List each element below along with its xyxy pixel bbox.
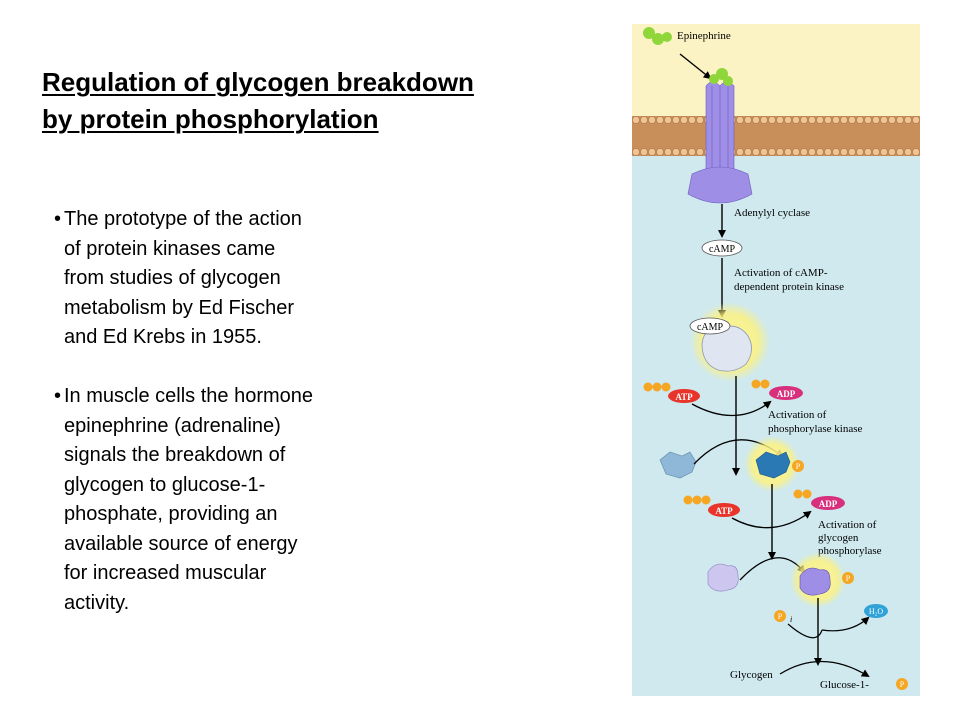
bullet-1-line-3: from studies of glycogen <box>64 267 281 289</box>
glycogen-label: Glycogen <box>730 669 773 681</box>
signaling-cascade-diagram: Epinephrine Adenylyl cyclase cAMP Activa… <box>632 24 920 696</box>
atp-molecule-1: ATP <box>643 382 700 403</box>
bullet-list: •The prototype of the action of protein … <box>44 205 424 618</box>
pka-label-line-2: dependent protein kinase <box>734 281 844 293</box>
adenylyl-cyclase-label: Adenylyl cyclase <box>734 207 810 219</box>
receptor-protein <box>687 81 753 204</box>
bullet-1-line-4: metabolism by Ed Fischer <box>64 296 295 319</box>
bullet-1-line-1: The prototype of the action <box>64 208 302 230</box>
pka-label-line-1: Activation of cAMP- <box>734 267 828 279</box>
phosphate-1-label: P <box>796 462 801 471</box>
phosphate-badge-1 <box>792 460 804 472</box>
glucose-1-label: Glucose-1- <box>820 679 869 691</box>
pi-main-label: P <box>778 612 783 621</box>
phosphate-3-label: P <box>900 680 905 689</box>
phk-label-line-2: phosphorylase kinase <box>768 423 863 435</box>
phosphate-curve <box>787 623 823 639</box>
adp-molecule-2: ADP <box>793 489 845 510</box>
title-line-1: Regulation of glycogen breakdown <box>42 67 474 97</box>
atp-1-label: ATP <box>675 392 693 402</box>
bound-camp-badge <box>689 317 731 335</box>
camp-label: cAMP <box>709 244 736 255</box>
bullet-item-2: •In muscle cells the hormone epinephrine… <box>44 382 424 618</box>
epinephrine-molecule-icon <box>643 27 672 45</box>
phk-label-line-1: Activation of <box>768 409 827 421</box>
glycogen-conversion-curve <box>779 660 870 678</box>
atp-molecule-2: ATP <box>683 495 740 517</box>
water-label: H₂O <box>869 607 884 616</box>
bullet-2-line-1: In muscle cells the hormone <box>64 385 314 407</box>
bullet-item-1: •The prototype of the action of protein … <box>44 205 424 353</box>
atp-adp-curve-2 <box>731 510 812 529</box>
title-line-2: by protein phosphorylation <box>42 104 379 134</box>
bullet-1-line-2: of protein kinases came <box>64 237 276 260</box>
bullet-2-line-2: epinephrine (adrenaline) <box>64 414 281 437</box>
inorganic-phosphate-badge <box>774 610 786 622</box>
water-curve <box>821 616 870 632</box>
pi-subscript-label: i <box>790 615 792 624</box>
bullet-2-line-3: signals the breakdown of <box>64 444 286 466</box>
hormone-arrow <box>679 53 712 80</box>
bullet-symbol: • <box>54 208 62 230</box>
active-phosphorylase-kinase <box>755 451 791 479</box>
epinephrine-label: Epinephrine <box>677 30 731 42</box>
adp-1-label: ADP <box>777 389 796 399</box>
bullet-2-line-8: activity. <box>64 591 130 614</box>
adp-2-label: ADP <box>819 499 838 509</box>
gp-label-line-3: phosphorylase <box>818 545 882 557</box>
membrane-phospholipid-heads <box>632 116 920 156</box>
slide-title: Regulation of glycogen breakdown by prot… <box>42 64 602 138</box>
phosphate-badge-3 <box>896 678 908 690</box>
bullet-2-line-7: for increased muscular <box>64 562 267 584</box>
atp-adp-curve-1 <box>691 400 772 417</box>
atp-2-label: ATP <box>715 506 733 516</box>
phosphate-badge-2 <box>842 572 854 584</box>
cell-membrane <box>632 116 920 156</box>
bullet-2-line-5: phosphate, providing an <box>64 503 278 525</box>
bound-camp-label: cAMP <box>697 322 724 333</box>
gp-label-line-1: Activation of <box>818 519 877 531</box>
bullet-2-line-6: available source of energy <box>64 532 298 555</box>
phosphate-2-label: P <box>846 574 851 583</box>
camp-badge <box>701 239 743 257</box>
adp-molecule-1: ADP <box>751 379 803 400</box>
extracellular-region <box>632 24 920 116</box>
water-badge <box>864 604 888 618</box>
bound-epinephrine-icon <box>709 68 733 86</box>
active-glycogen-phosphorylase <box>799 567 831 596</box>
bullet-1-line-5: and Ed Krebs in 1955. <box>64 326 262 348</box>
inactive-glycogen-phosphorylase <box>707 563 739 592</box>
gp-label-line-2: glycogen <box>818 532 859 544</box>
bullet-symbol: • <box>54 385 62 407</box>
bullet-2-line-4: glycogen to glucose-1- <box>64 473 266 496</box>
